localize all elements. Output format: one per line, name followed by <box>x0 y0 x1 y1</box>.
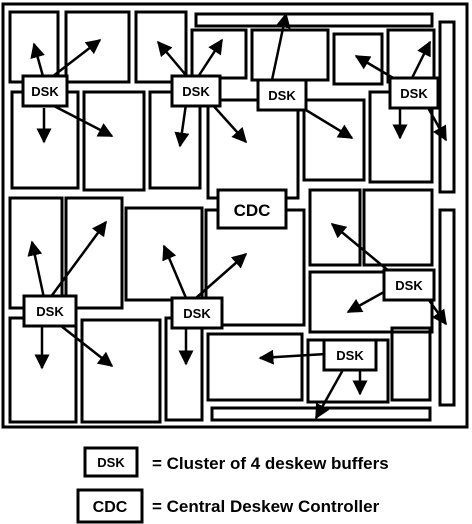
dsk-block: DSK <box>256 78 308 112</box>
floorplan-block <box>206 332 304 402</box>
arrow <box>55 321 114 367</box>
dsk-block: DSK <box>388 76 440 110</box>
floorplan-block <box>134 10 188 84</box>
arrow <box>346 290 385 314</box>
arrow <box>330 223 391 273</box>
legend-dsk-description: = Cluster of 4 deskew buffers <box>152 454 389 473</box>
arrow <box>408 40 432 83</box>
arrow <box>314 367 346 420</box>
floorplan-block <box>362 188 434 267</box>
legend-cdc-description: = Central Deskew Controller <box>152 497 380 516</box>
arrow <box>47 39 102 81</box>
arrow <box>27 240 46 299</box>
floorplan-block <box>124 206 204 302</box>
dsk-block: DSK <box>382 268 436 302</box>
arrow <box>162 244 188 299</box>
arrow <box>53 104 114 138</box>
dsk-block: DSK <box>322 338 378 372</box>
arrow <box>258 349 327 365</box>
floorplan-block <box>308 270 434 334</box>
floorplan-block <box>438 20 456 194</box>
floorplan-block <box>386 28 436 84</box>
floorplan-block <box>164 316 204 422</box>
arrow <box>157 40 191 81</box>
svg-text:CDC: CDC <box>234 201 271 220</box>
dsk-block: DSK <box>170 296 224 330</box>
dsk-block: DSK <box>170 74 222 108</box>
floorplan-block <box>438 208 456 407</box>
floorplan-block <box>250 28 330 82</box>
floorplan-block <box>302 98 366 182</box>
floorplan-block <box>332 32 384 86</box>
svg-text:DSK: DSK <box>97 455 125 470</box>
floorplan-block <box>390 326 432 402</box>
svg-text:DSK: DSK <box>336 348 364 363</box>
svg-text:DSK: DSK <box>400 86 428 101</box>
legend-dsk-symbol: DSK <box>83 446 139 478</box>
chip-outline <box>1 2 469 429</box>
svg-text:DSK: DSK <box>395 278 423 293</box>
dsk-block: DSK <box>21 74 69 108</box>
arrow <box>194 38 224 81</box>
arrow <box>424 103 448 142</box>
floorplan-block <box>80 318 162 424</box>
floorplan-block <box>82 90 146 192</box>
arrow <box>48 220 108 299</box>
arrow <box>30 42 46 81</box>
floorplan-block <box>190 28 248 80</box>
svg-text:DSK: DSK <box>182 84 210 99</box>
legend: DSK = Cluster of 4 deskew buffers CDC = … <box>76 446 389 524</box>
arrow <box>174 103 190 148</box>
floorplan-blocks <box>8 10 456 424</box>
dsk-block: DSK <box>22 294 78 328</box>
svg-text:CDC: CDC <box>93 499 128 516</box>
svg-text:DSK: DSK <box>183 306 211 321</box>
floorplan-block <box>64 10 131 84</box>
legend-cdc-symbol: CDC <box>76 488 144 524</box>
arrow <box>270 12 291 81</box>
arrow <box>209 101 248 144</box>
floorplan-block <box>64 196 124 310</box>
svg-text:DSK: DSK <box>36 304 64 319</box>
floorplan-block <box>194 12 434 28</box>
cdc-block: CDC <box>216 188 288 230</box>
floorplan-block <box>308 188 362 267</box>
svg-text:DSK: DSK <box>31 84 59 99</box>
arrow <box>195 253 248 299</box>
svg-text:DSK: DSK <box>268 88 296 103</box>
